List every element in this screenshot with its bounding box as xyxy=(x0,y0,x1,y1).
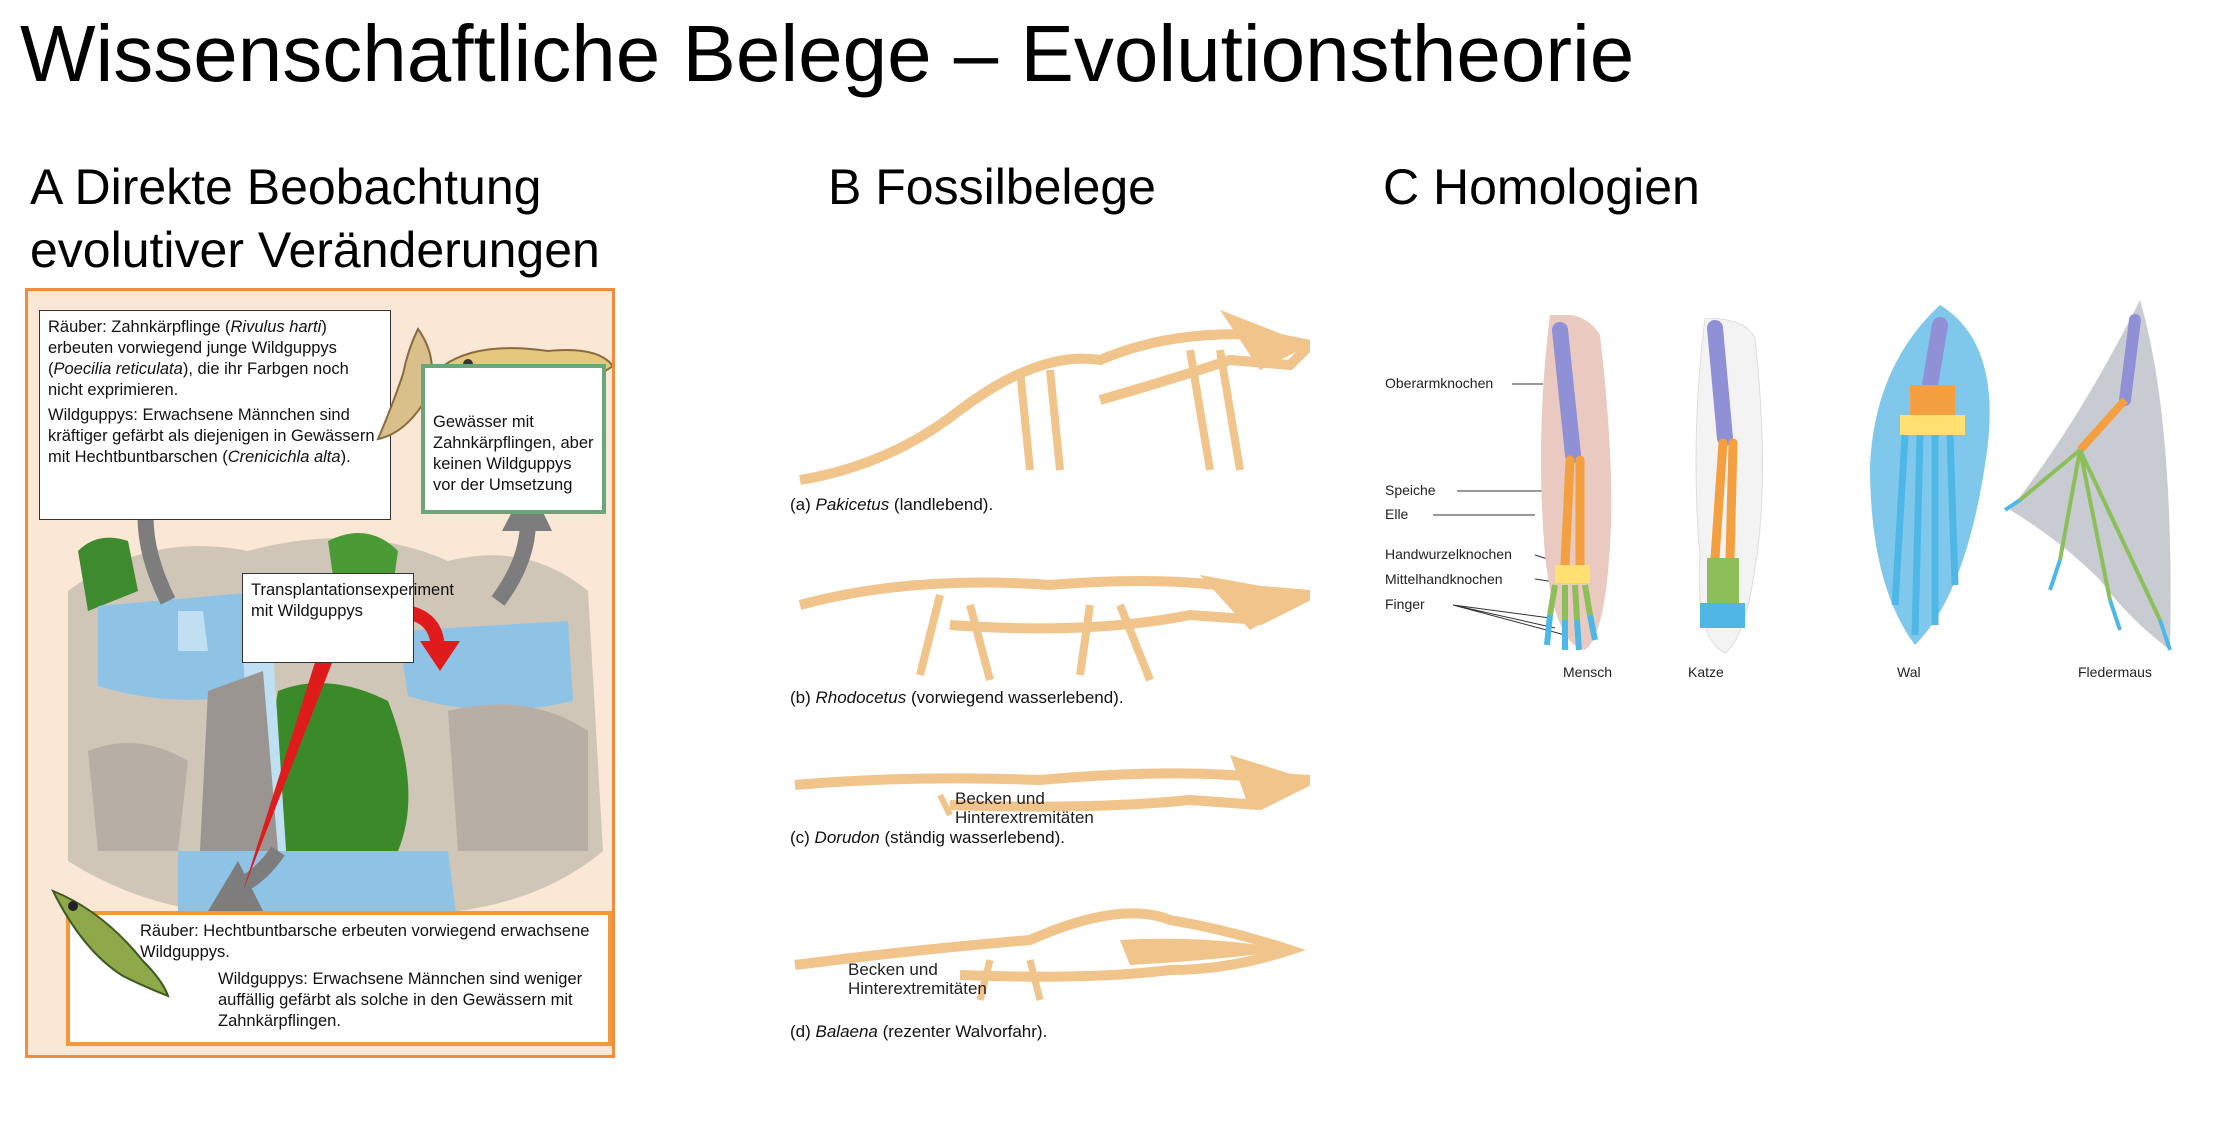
fossil-caption-a: (a) Pakicetus (landlebend). xyxy=(790,495,994,514)
crenicichla-fish-illustration xyxy=(50,889,170,998)
balaena-skeleton-illustration xyxy=(794,908,1306,1001)
whale-flipper-illustration xyxy=(1870,305,1990,645)
dorudon-skeleton-illustration xyxy=(794,755,1310,817)
section-b-heading: B Fossilbelege xyxy=(828,159,1156,215)
cat-leg-illustration xyxy=(1695,318,1763,654)
pakicetus-skeleton-illustration xyxy=(799,310,1310,485)
green-habitat-box: Gewässer mit Zahnkärpflingen, aber keine… xyxy=(421,364,606,514)
species-label-whale: Wal xyxy=(1897,664,1921,680)
transplant-box-text: Transplantationsexperiment mit Wildguppy… xyxy=(251,581,454,620)
species-label-bat: Fledermaus xyxy=(2078,664,2152,680)
label-radius: Speiche xyxy=(1385,482,1436,498)
label-humerus: Oberarmknochen xyxy=(1385,375,1494,391)
human-arm-illustration xyxy=(1541,315,1612,651)
guppy-rivulus-text: Wildguppys: Erwachsene Männchen sind krä… xyxy=(48,406,375,466)
bottom-predator-info-box: Räuber: Hechtbuntbarsche erbeuten vorwie… xyxy=(66,911,612,1046)
species-label-human: Mensch xyxy=(1563,664,1613,680)
panel-b-fossils: (a) Pakicetus (landlebend). (b) Rhodocet… xyxy=(780,280,1310,1060)
label-phalanges: Finger xyxy=(1385,596,1425,612)
section-c-heading: C Homologien xyxy=(1383,159,1700,215)
panel-a-figure: Räuber: Zahnkärpflinge (Rivulus harti) e… xyxy=(25,288,615,1058)
panel-c-homologies: Oberarmknochen Speiche Elle Handwurzelkn… xyxy=(1385,300,2185,700)
species-label-cat: Katze xyxy=(1688,664,1724,680)
predator-rivulus-text: Räuber: Zahnkärpflinge (Rivulus harti) e… xyxy=(48,318,349,399)
transplant-experiment-box: Transplantationsexperiment mit Wildguppy… xyxy=(242,573,454,663)
label-carpals: Handwurzelknochen xyxy=(1385,546,1512,562)
label-ulna: Elle xyxy=(1385,506,1409,522)
page-title: Wissenschaftliche Belege – Evolutionsthe… xyxy=(20,9,1635,98)
label-metacarpals: Mittelhandknochen xyxy=(1385,571,1503,587)
green-box-text: Gewässer mit Zahnkärpflingen, aber keine… xyxy=(433,413,594,494)
guppy-crenicichla-text: Wildguppys: Erwachsene Männchen sind wen… xyxy=(218,970,583,1030)
top-predator-info-box: Räuber: Zahnkärpflinge (Rivulus harti) e… xyxy=(39,310,391,520)
section-a-heading-line1: A Direkte Beobachtung xyxy=(30,159,542,215)
fossil-caption-c: (c) Dorudon (ständig wasserlebend). xyxy=(790,828,1065,847)
section-a-heading-line2: evolutiver Veränderungen xyxy=(30,222,600,278)
fossil-caption-d: (d) Balaena (rezenter Walvorfahr). xyxy=(790,1022,1048,1041)
fossil-caption-b: (b) Rhodocetus (vorwiegend wasserlebend)… xyxy=(790,688,1124,707)
predator-crenicichla-text: Räuber: Hechtbuntbarsche erbeuten vorwie… xyxy=(140,922,590,961)
bat-wing-illustration xyxy=(2003,300,2172,651)
rhodocetus-skeleton-illustration xyxy=(798,575,1310,682)
